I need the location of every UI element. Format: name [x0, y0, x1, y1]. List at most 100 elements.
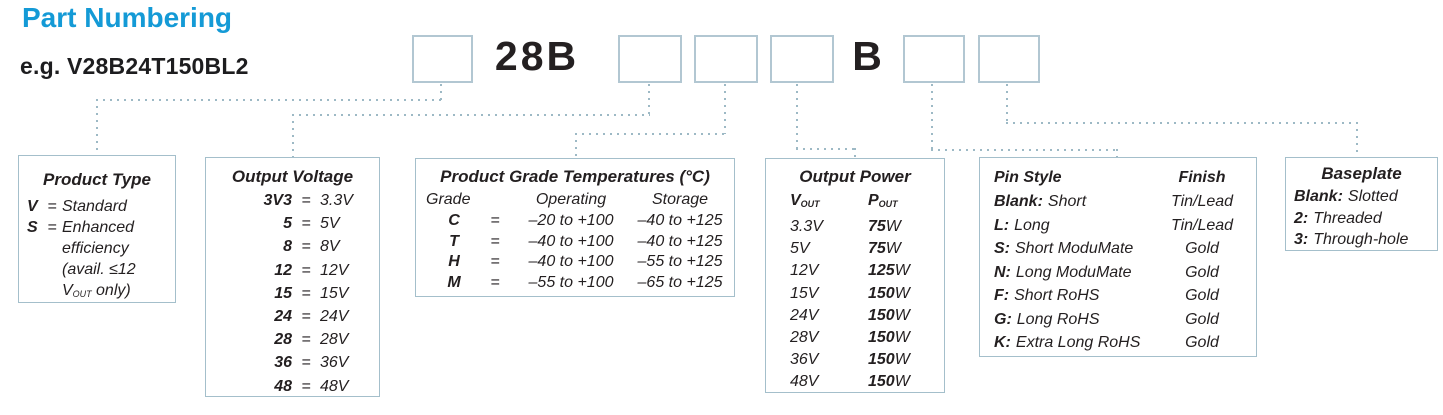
voltage-value: 24V — [320, 308, 349, 326]
pin-style-row: G:Long RoHS Gold — [980, 308, 1256, 332]
pin-code: Blank: — [994, 193, 1043, 210]
equals-sign: = — [301, 192, 311, 209]
voltage-value: 5V — [320, 215, 340, 233]
col-operating: Operating — [535, 191, 607, 208]
pin-style-entry: S: Short ModuMate — [994, 237, 1154, 261]
equals-sign: = — [490, 212, 500, 229]
desc-line: efficiency — [62, 240, 129, 257]
power-number: 150 — [868, 373, 895, 391]
power-unit: W — [894, 306, 910, 324]
voltage-value: 28V — [320, 331, 349, 349]
output-voltage-rows: 3V3 = 3.3V 5 = 5V 8 = 8V 12 — [206, 189, 379, 398]
baseplate-desc: Threaded — [1313, 209, 1382, 227]
grade-code: H — [448, 253, 460, 270]
power-value: 150W — [868, 371, 944, 393]
equals-sign: = — [47, 219, 57, 236]
connector-baseplate — [1356, 122, 1358, 157]
power-number: 75 — [868, 217, 886, 235]
product-grade-row: C = –20 to +100 –40 to +125 — [416, 211, 734, 232]
part-code-box-product-grade — [694, 35, 758, 83]
desc-line: Enhanced — [62, 219, 135, 236]
power-unit: W — [894, 284, 910, 302]
pin-style-row: K:Extra Long RoHS Gold — [980, 331, 1256, 355]
voltage-code: 3V3 — [263, 192, 292, 209]
operating-range: –55 to +100 — [528, 273, 614, 291]
finish-value: Gold — [1185, 287, 1219, 304]
voltage-value: 3.3V — [790, 217, 823, 235]
pin-desc: Short ModuMate — [1015, 240, 1134, 257]
output-voltage-row: 3V3 = 3.3V — [206, 189, 379, 212]
voltage-code: 24 — [274, 308, 292, 326]
connector-product-type — [96, 99, 98, 155]
voltage-code: 36 — [274, 354, 292, 372]
col-pin-style: Pin Style — [994, 169, 1062, 186]
connector-product-grade — [724, 84, 726, 134]
output-power-rows: 3.3V 75W 5V 75W 12V 125W 15V 150W — [766, 216, 944, 394]
power-value: 150W — [868, 327, 944, 349]
connector-product-type — [440, 84, 442, 100]
desc-line: (avail. ≤12 — [62, 261, 136, 278]
output-voltage-row: 24 = 24V — [206, 305, 379, 328]
power-unit: W — [885, 217, 901, 235]
power-number: 150 — [868, 284, 895, 302]
pin-code: L: — [994, 216, 1010, 234]
output-voltage-row: 8 = 8V — [206, 235, 379, 258]
product-grade-row: M = –55 to +100 –65 to +125 — [416, 273, 734, 294]
equals-sign: = — [490, 232, 500, 250]
product-type-desc: Enhanced efficiency (avail. ≤12 VOUT onl… — [62, 217, 136, 305]
connector-output-power — [796, 148, 856, 150]
pout-symbol: P — [868, 192, 879, 209]
output-power-row: 12V 125W — [766, 260, 944, 282]
page-title: Part Numbering — [22, 2, 233, 33]
output-voltage-row: 36 = 36V — [206, 351, 379, 374]
connector-pin-style — [931, 149, 1118, 151]
vout-subscript: OUT — [72, 288, 92, 299]
power-value: 75W — [868, 238, 944, 260]
connector-product-grade — [575, 133, 726, 135]
equals-sign: = — [301, 261, 311, 279]
voltage-value: 15V — [790, 284, 819, 302]
finish-value: Gold — [1185, 334, 1219, 351]
product-grade-box: Product Grade Temperatures (°C) Grade Op… — [415, 158, 735, 297]
example-part-number: e.g. V28B24T150BL2 — [20, 53, 249, 79]
pin-desc: Long — [1014, 216, 1050, 234]
part-code-fixed-28b: 28B — [494, 33, 580, 79]
output-power-row: 36V 150W — [766, 349, 944, 371]
grade-code: C — [448, 212, 460, 229]
equals-sign: = — [301, 215, 311, 233]
pin-style-entry: F:Short RoHS — [994, 284, 1154, 308]
connector-baseplate — [1006, 84, 1008, 123]
power-number: 125 — [868, 262, 895, 280]
storage-range: –65 to +125 — [637, 273, 723, 291]
pin-code: F: — [994, 287, 1010, 304]
equals-sign: = — [47, 198, 57, 215]
voltage-code: 8 — [283, 238, 292, 256]
output-power-box: Output Power VOUT POUT 3.3V 75W 5V 75W 1… — [765, 158, 945, 393]
product-grade-title: Product Grade Temperatures (°C) — [440, 167, 710, 186]
product-type-box: Product Type V = Standard S = Enhanced e… — [18, 155, 176, 303]
part-code-box-output-voltage — [618, 35, 682, 83]
equals-sign: = — [301, 308, 311, 326]
part-code-fixed-b: B — [852, 33, 882, 79]
product-grade-row: H = –40 to +100 –55 to +125 — [416, 252, 734, 273]
storage-range: –55 to +125 — [637, 253, 723, 270]
pin-code: N: — [994, 263, 1011, 281]
connector-output-voltage — [292, 114, 294, 157]
col-storage: Storage — [651, 191, 709, 208]
baseplate-code: 2: — [1294, 209, 1309, 227]
product-grade-header: Grade Operating Storage — [416, 189, 734, 211]
product-type-code: V — [27, 198, 38, 215]
voltage-value: 5V — [790, 240, 810, 258]
power-value: 75W — [868, 216, 944, 238]
pin-code: S: — [994, 240, 1010, 257]
storage-range: –40 to +125 — [637, 232, 723, 250]
connector-output-voltage — [648, 84, 650, 115]
product-type-code: S — [27, 219, 38, 236]
output-voltage-row: 48 = 48V — [206, 375, 379, 398]
grade-code: M — [447, 273, 461, 291]
baseplate-row: 3:Through-hole — [1294, 229, 1435, 251]
product-type-desc: Standard — [62, 198, 127, 215]
connector-output-power — [796, 84, 798, 149]
baseplate-code: 3: — [1294, 231, 1309, 248]
voltage-code: 15 — [274, 284, 292, 302]
